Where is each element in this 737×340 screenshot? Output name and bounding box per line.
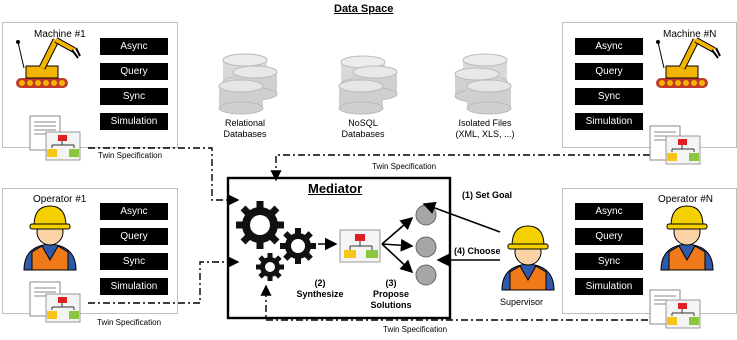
operator1-async-button[interactable]: Async [100, 203, 168, 220]
operator1-simulation-button[interactable]: Simulation [100, 278, 168, 295]
mediator-spec-icon [339, 229, 381, 263]
choose-label: (4) Choose [454, 246, 501, 256]
worker-icon-n [660, 205, 714, 271]
relational-label: Relational Databases [205, 118, 285, 140]
twin-spec-connections [88, 147, 650, 321]
machineN-sync-button[interactable]: Sync [575, 88, 643, 105]
machine1-sync-button[interactable]: Sync [100, 88, 168, 105]
machine1-simulation-button[interactable]: Simulation [100, 113, 168, 130]
twin-spec-doc-icon-operatorN [649, 289, 701, 329]
isolated-label-line2: (XML, XLS, ...) [455, 129, 515, 139]
operatorN-query-button[interactable]: Query [575, 228, 643, 245]
twin-spec-doc-icon-operator1 [29, 281, 81, 323]
operatorN-async-button[interactable]: Async [575, 203, 643, 220]
operatorN-sync-button[interactable]: Sync [575, 253, 643, 270]
relational-db-icon [218, 53, 278, 115]
nosql-label-line2: Databases [341, 129, 385, 139]
machineN-query-button[interactable]: Query [575, 63, 643, 80]
solution-circles [415, 204, 437, 286]
robot-arm-icon-n [656, 37, 721, 88]
twin-spec-label-machineN: Twin Specification [372, 162, 437, 171]
set-goal-arrow [422, 201, 501, 233]
mediator-box [226, 176, 452, 320]
machineN-async-button[interactable]: Async [575, 38, 643, 55]
operator1-sync-button[interactable]: Sync [100, 253, 168, 270]
operatorN-simulation-button[interactable]: Simulation [575, 278, 643, 295]
machineN-title: Machine #N [663, 29, 717, 40]
nosql-label: NoSQL Databases [323, 118, 403, 140]
supervisor-icon [501, 225, 555, 291]
set-goal-label: (1) Set Goal [462, 190, 513, 200]
machine1-async-button[interactable]: Async [100, 38, 168, 55]
twin-spec-label-machine1: Twin Specification [98, 151, 163, 160]
machine1-title: Machine #1 [34, 29, 86, 40]
operator1-query-button[interactable]: Query [100, 228, 168, 245]
machineN-simulation-button[interactable]: Simulation [575, 113, 643, 130]
synthesize-step-num: (2) [314, 278, 326, 288]
isolated-files-label: Isolated Files (XML, XLS, ...) [440, 118, 530, 140]
supervisor-label: Supervisor [500, 297, 544, 307]
gears-icon [236, 201, 316, 281]
machine1-query-button[interactable]: Query [100, 63, 168, 80]
twin-spec-doc-icon-machineN [649, 125, 701, 165]
twin-spec-label-operatorN: Twin Specification [383, 325, 448, 334]
nosql-label-line1: NoSQL [348, 118, 378, 128]
operatorN-title: Operator #N [658, 194, 714, 205]
relational-label-line1: Relational [224, 118, 266, 128]
propose-step-line2: Solutions [370, 300, 412, 310]
relational-label-line2: Databases [223, 129, 267, 139]
operator1-title: Operator #1 [33, 194, 87, 205]
solution-arrows [381, 216, 414, 274]
mediator-title: Mediator [308, 181, 363, 196]
synthesize-step-label: Synthesize [296, 289, 344, 299]
data-space-title: Data Space [334, 3, 394, 15]
robot-arm-icon-1 [16, 37, 81, 88]
isolated-label-line1: Isolated Files [458, 118, 512, 128]
propose-step-num: (3) [385, 278, 397, 288]
isolated-files-icon [454, 53, 512, 115]
worker-icon-1 [23, 205, 77, 271]
twin-spec-label-operator1: Twin Specification [97, 318, 162, 327]
propose-step: (3) Propose Solutions [366, 278, 416, 311]
nosql-db-icon [338, 55, 398, 115]
twin-spec-doc-icon-machine1 [29, 115, 81, 161]
propose-step-line1: Propose [372, 289, 409, 299]
synthesize-step: (2) Synthesize [295, 278, 345, 300]
